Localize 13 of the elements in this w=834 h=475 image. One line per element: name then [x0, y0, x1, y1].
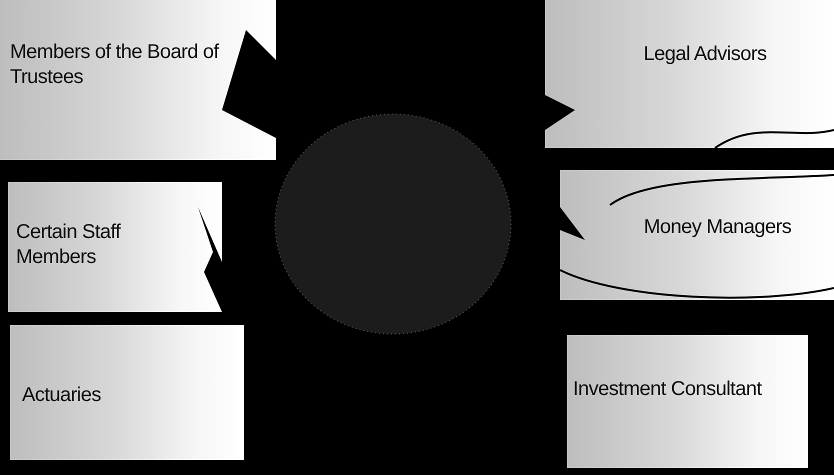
box-label: Money Managers: [642, 215, 792, 240]
box-label: Members of the Board of Trustees: [10, 40, 220, 90]
text-box: [560, 170, 834, 300]
text-box: [8, 182, 222, 312]
box-label: Certain Staff Members: [16, 220, 122, 270]
text-box: [10, 325, 244, 460]
text-box: [545, 0, 834, 148]
text-box: [567, 335, 808, 468]
box-label: Legal Advisors: [642, 42, 768, 67]
box-label: Investment Consultant: [573, 377, 763, 402]
text-box: [0, 0, 276, 160]
ellipse-shape: [274, 114, 512, 334]
box-label: Actuaries: [22, 383, 102, 408]
